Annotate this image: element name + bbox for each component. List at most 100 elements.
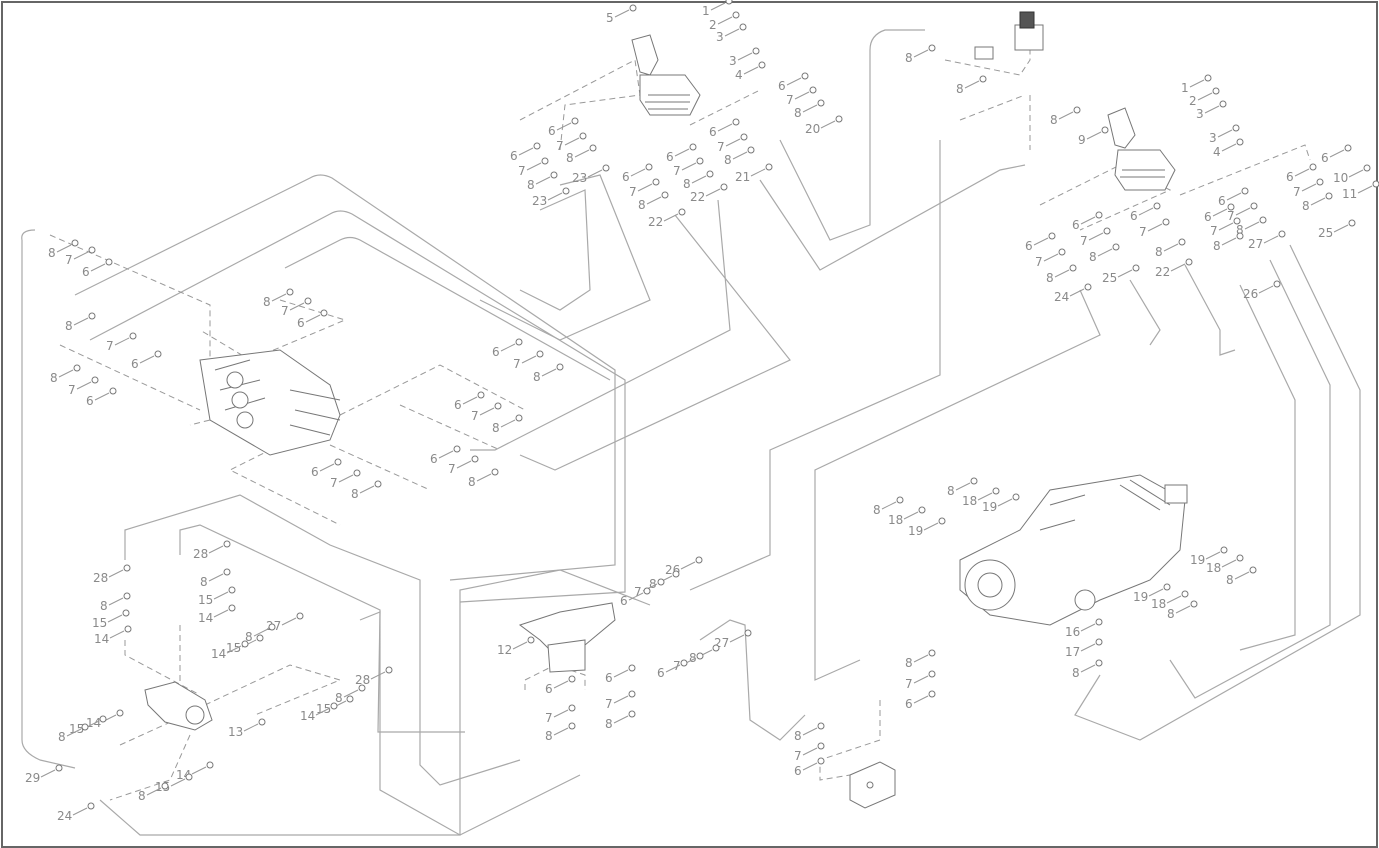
- leader-line: [108, 569, 124, 578]
- leader-line: [691, 175, 707, 184]
- callout-20: 20: [805, 122, 820, 136]
- callout-14: 14: [300, 709, 315, 723]
- fitting-6: [1344, 144, 1352, 152]
- callout-14: 14: [94, 632, 109, 646]
- callout-6: 6: [297, 316, 305, 330]
- callout-7: 7: [513, 357, 521, 371]
- fitting-27: [1278, 230, 1286, 238]
- callout-24: 24: [1054, 290, 1069, 304]
- fitting-7: [1103, 227, 1111, 235]
- callout-8: 8: [351, 487, 359, 501]
- fitting-8: [73, 364, 81, 372]
- leader-line: [802, 727, 818, 736]
- callout-29: 29: [25, 771, 40, 785]
- callout-8: 8: [1167, 607, 1175, 621]
- fitting-7: [471, 455, 479, 463]
- callout-6: 6: [1025, 239, 1033, 253]
- leader-line: [73, 317, 89, 326]
- fitting-8: [672, 570, 680, 578]
- fitting-7: [652, 178, 660, 186]
- leader-line: [1310, 197, 1326, 206]
- callout-19: 19: [908, 524, 923, 538]
- fitting-24: [87, 802, 95, 810]
- callout-6: 6: [1321, 151, 1329, 165]
- leader-line: [1175, 605, 1191, 614]
- leader-line: [680, 561, 696, 570]
- leader-line: [547, 192, 563, 201]
- leader-line: [681, 162, 697, 171]
- callout-7: 7: [545, 711, 553, 725]
- leader-line: [438, 450, 454, 459]
- callout-7: 7: [281, 304, 289, 318]
- callout-6: 6: [605, 671, 613, 685]
- callout-7: 7: [605, 697, 613, 711]
- leader-line: [613, 715, 629, 724]
- leader-line: [1258, 285, 1274, 294]
- leader-line: [923, 522, 939, 531]
- callout-8: 8: [1072, 666, 1080, 680]
- leader-line: [553, 680, 569, 689]
- fitting-7: [568, 704, 576, 712]
- leader-line: [114, 337, 130, 346]
- fitting-6: [533, 142, 541, 150]
- callout-8: 8: [468, 475, 476, 489]
- leader-line: [500, 343, 516, 352]
- leader-line: [456, 460, 472, 469]
- leader-line: [1080, 664, 1096, 673]
- callout-8: 8: [48, 246, 56, 260]
- callout-19: 19: [1190, 553, 1205, 567]
- callout-6: 6: [454, 398, 462, 412]
- leader-line: [1226, 192, 1242, 201]
- callout-6: 6: [657, 666, 665, 680]
- leader-line: [1117, 269, 1133, 278]
- leader-line: [1069, 288, 1085, 297]
- leader-line: [553, 727, 569, 736]
- callout-14: 14: [86, 716, 101, 730]
- fitting-7: [536, 350, 544, 358]
- callout-23: 23: [572, 171, 587, 185]
- fitting-8: [123, 592, 131, 600]
- leader-line: [628, 592, 644, 601]
- fitting-8: [970, 477, 978, 485]
- callout-18: 18: [1151, 597, 1166, 611]
- fitting-21: [765, 163, 773, 171]
- fitting-15: [99, 715, 107, 723]
- leader-line: [614, 9, 630, 18]
- leader-line: [1329, 149, 1345, 158]
- leader-line: [213, 609, 229, 618]
- callout-15: 15: [316, 702, 331, 716]
- leader-line: [1217, 129, 1233, 138]
- fitting-12: [527, 636, 535, 644]
- leader-line: [500, 419, 516, 428]
- leader-line: [319, 463, 335, 472]
- fitting-8: [1190, 600, 1198, 608]
- callout-8: 8: [1050, 113, 1058, 127]
- callout-7: 7: [448, 462, 456, 476]
- fitting-8: [491, 468, 499, 476]
- leader-line: [630, 168, 646, 177]
- fitting-8: [896, 496, 904, 504]
- leader-line: [359, 485, 375, 494]
- fitting-15: [346, 695, 354, 703]
- leader-line: [574, 149, 590, 158]
- leader-line: [226, 645, 242, 654]
- callout-8: 8: [794, 729, 802, 743]
- leader-line: [564, 137, 580, 146]
- fitting-11: [1372, 180, 1379, 188]
- leader-line: [107, 614, 123, 623]
- fitting-2: [732, 11, 740, 19]
- leader-line: [717, 123, 733, 132]
- leader-line: [191, 766, 207, 775]
- fitting-29: [55, 764, 63, 772]
- leader-line: [72, 807, 88, 816]
- fitting-2: [1212, 87, 1220, 95]
- fitting-7: [1058, 248, 1066, 256]
- callout-6: 6: [86, 394, 94, 408]
- callout-6: 6: [778, 79, 786, 93]
- callout-3: 3: [716, 30, 724, 44]
- fitting-14: [228, 604, 236, 612]
- fitting-8: [817, 99, 825, 107]
- fitting-1: [1204, 74, 1212, 82]
- callout-23: 23: [532, 194, 547, 208]
- leader-line: [343, 689, 359, 698]
